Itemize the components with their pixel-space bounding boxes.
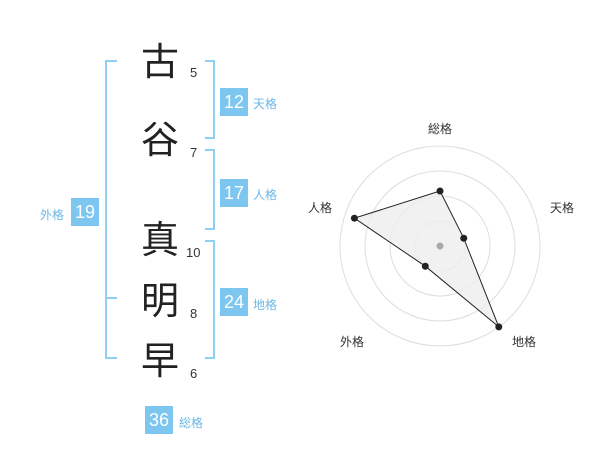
name-char-4: 明	[141, 279, 180, 323]
radar-axis-label-tenkaku: 天格	[550, 200, 574, 215]
radar-point	[421, 262, 429, 270]
radar-polygon	[353, 190, 500, 328]
stroke-count-1: 5	[190, 65, 198, 80]
stroke-count-3: 10	[186, 245, 201, 260]
gaikaku-label: 外格	[40, 208, 65, 222]
stroke-count-4: 8	[190, 306, 198, 321]
stroke-count-2: 7	[190, 145, 198, 160]
radar-point	[460, 234, 468, 242]
soukaku-label: 総格	[179, 416, 204, 430]
stroke-count-5: 6	[190, 366, 198, 381]
name-char-3: 真	[141, 218, 180, 262]
soukaku-value: 36	[145, 406, 173, 434]
gaikaku-value: 19	[71, 198, 99, 226]
radar-ring	[339, 145, 541, 347]
name-char-5: 早	[141, 339, 180, 383]
radar-axis-label-soukaku: 総格	[428, 121, 452, 136]
radar-center-dot	[436, 242, 444, 250]
radar-axis-label-chikaku: 地格	[512, 334, 536, 349]
chikaku-value: 24	[220, 288, 248, 316]
tenkaku-label: 天格	[253, 97, 278, 111]
radar-axis-label-jinkaku: 人格	[308, 200, 332, 215]
radar-ring	[364, 170, 516, 322]
jinkaku-label: 人格	[253, 188, 278, 202]
radar-point	[495, 323, 503, 331]
name-char-1: 古	[141, 40, 180, 84]
name-char-2: 谷	[141, 118, 180, 162]
jinkaku-value: 17	[220, 179, 248, 207]
chikaku-label: 地格	[253, 298, 278, 312]
radar-point	[436, 187, 444, 195]
radar-point	[350, 214, 358, 222]
tenkaku-value: 12	[220, 88, 248, 116]
radar-axis-label-gaikaku: 外格	[340, 334, 364, 349]
